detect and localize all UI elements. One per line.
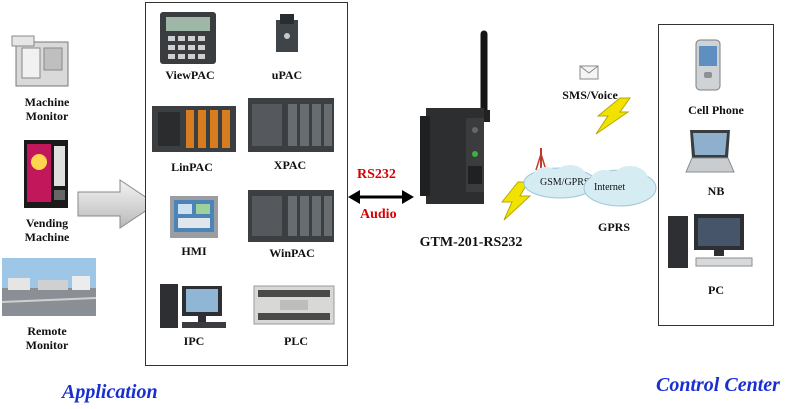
upac-image: [276, 14, 298, 52]
gprs-label: GPRS: [597, 220, 630, 234]
pc-label: PC: [708, 283, 724, 297]
rs232-label: RS232: [357, 167, 396, 182]
vending-machine-image: [24, 140, 68, 208]
xpac-label: XPAC: [273, 158, 307, 172]
winpac-image: [248, 190, 334, 242]
hmi-image: [170, 196, 218, 238]
sms-voice-label: SMS/Voice: [562, 88, 618, 102]
input-arrow: [77, 179, 157, 229]
internet-label: Internet: [594, 182, 626, 193]
nb-label: NB: [707, 184, 725, 198]
control-center-caption: Control Center: [656, 374, 780, 396]
hmi-label: HMI: [181, 244, 207, 258]
upac-label: uPAC: [271, 68, 303, 82]
gtm-201-gateway-image: [420, 30, 490, 204]
ipc-image: [160, 284, 226, 328]
linpac-label: LinPAC: [171, 160, 213, 174]
gateway-label: GTM-201-RS232: [419, 235, 523, 250]
cell-phone-label: Cell Phone: [688, 103, 744, 117]
plc-image: [253, 285, 335, 325]
gsm-gprs-cloud: [523, 165, 597, 199]
machine-monitor-image: [11, 35, 69, 87]
plc-label: PLC: [284, 334, 308, 348]
ipc-label: IPC: [183, 334, 205, 348]
winpac-label: WinPAC: [269, 246, 315, 260]
sms-envelope-icon: [579, 65, 599, 80]
remote-monitor-image: [1, 258, 97, 316]
viewpac-image: [160, 12, 216, 64]
application-caption: Application: [62, 381, 158, 403]
gsm-gprs-label: GSM/GPRS: [540, 177, 590, 188]
cell-phone-image: [695, 39, 721, 91]
lightning-phone-icon: [595, 97, 631, 135]
viewpac-label: ViewPAC: [165, 68, 215, 82]
internet-cloud: [583, 166, 657, 207]
audio-label: Audio: [360, 207, 397, 222]
pc-image: [668, 214, 753, 268]
xpac-image: [248, 98, 334, 152]
link-double-arrow: [348, 190, 414, 204]
linpac-image: [152, 106, 236, 152]
notebook-image: [685, 130, 735, 173]
